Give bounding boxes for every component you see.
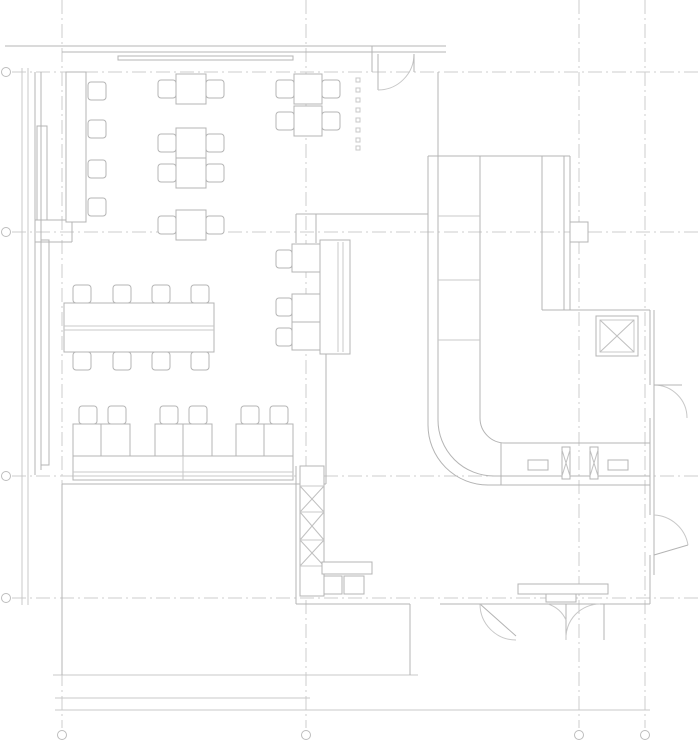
doors [377,53,689,641]
lower-booths [72,405,294,481]
lower-right-counter [517,583,609,603]
kitchen-equipment [527,446,629,480]
door-right-2 [653,514,689,556]
service-corridor [299,465,373,597]
service-desk [321,561,373,575]
door-right-1 [653,384,688,419]
axis-bubble-h3 [1,471,11,481]
axis-bubble-h4 [1,593,11,603]
kitchen-pillar [569,221,589,243]
bar-counter [65,71,107,223]
table-a4 [157,209,225,241]
door-bottom-left [466,603,517,641]
table-a3 [157,157,225,189]
axis-bubble-v3 [574,730,584,740]
dimension-lines [21,68,650,711]
dining-tables [157,73,361,241]
display-rack [355,77,361,151]
long-table [63,284,215,371]
axis-bubble-v4 [640,730,650,740]
window-top [117,55,294,61]
axis-bubble-v1 [57,730,67,740]
table-a2 [157,127,225,159]
axis-bubble-v2 [301,730,311,740]
axis-bubble-h2 [1,227,11,237]
bar-stool [87,197,107,217]
window-left-1 [36,125,48,221]
table-b2 [275,105,341,137]
bar-stool [87,119,107,139]
door-bottom-right [547,603,605,641]
axis-bubble-h1 [1,67,11,77]
bar-stool [87,81,107,101]
exterior-walls [5,45,655,675]
side-booth [275,239,351,355]
kitchen-counter [427,155,650,486]
table-a1 [157,73,225,105]
bar-stool [87,159,107,179]
table-b1 [275,73,341,105]
window-left-2 [40,239,50,466]
door-entrance-top [377,53,415,91]
